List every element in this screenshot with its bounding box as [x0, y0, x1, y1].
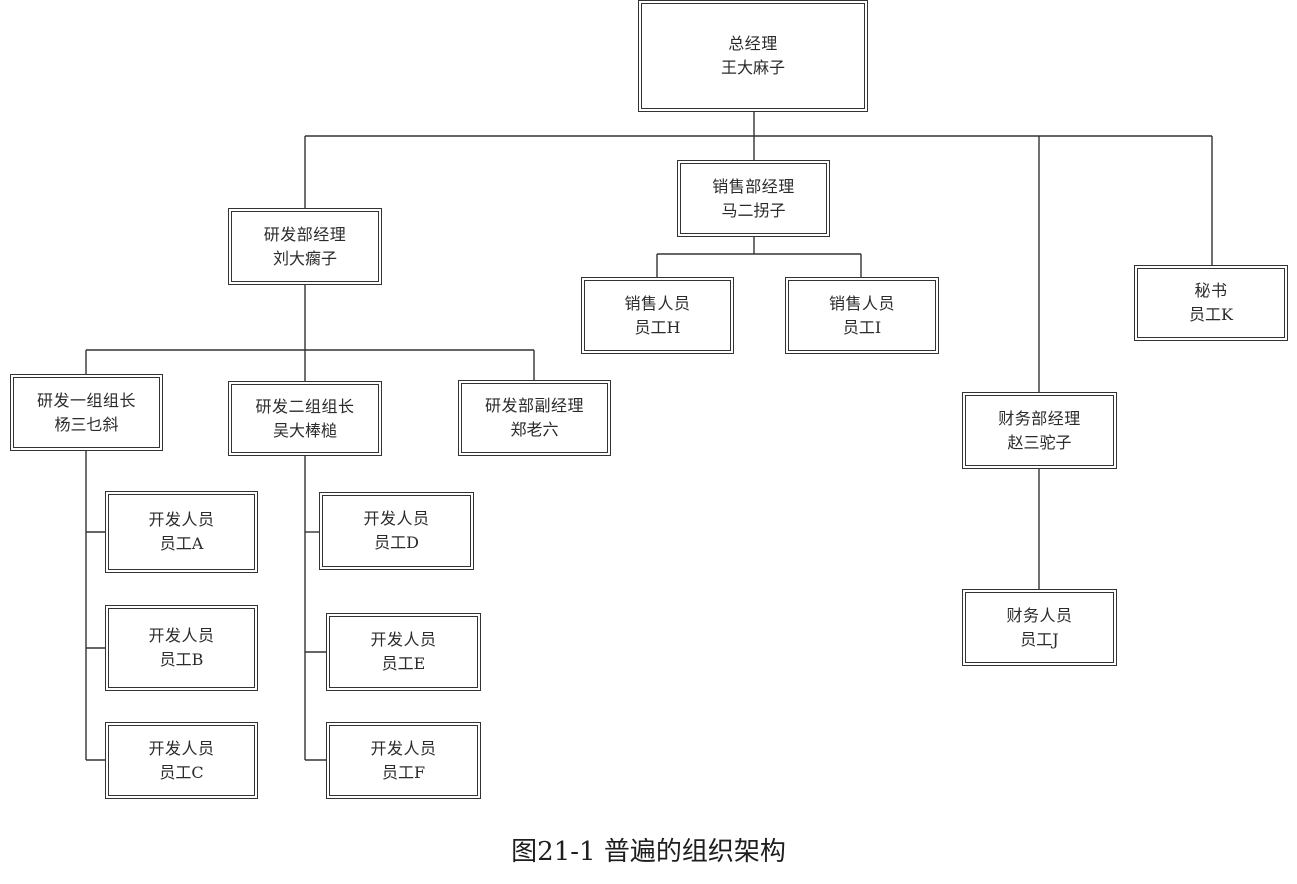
node-person: 员工D — [374, 533, 419, 552]
node-person: 马二拐子 — [721, 200, 786, 220]
node-person: 吴大棒槌 — [272, 420, 337, 440]
node-person: 王大麻子 — [720, 58, 785, 77]
node-developer-c: 开发人员 员工C — [105, 722, 258, 799]
node-person: 员工K — [1189, 305, 1233, 324]
node-sales-manager: 销售部经理 马二拐子 — [677, 160, 830, 237]
node-rd-group2-lead: 研发二组组长 吴大棒槌 — [228, 381, 382, 456]
node-rd-manager: 研发部经理 刘大瘸子 — [228, 208, 382, 285]
node-person: 郑老六 — [510, 420, 559, 439]
node-person: 刘大瘸子 — [272, 248, 337, 268]
node-developer-d: 开发人员 员工D — [319, 492, 474, 570]
node-finance-staff-j: 财务人员 员工J — [962, 589, 1117, 666]
node-role: 研发部副经理 — [484, 396, 584, 415]
node-person: 员工E — [381, 654, 426, 673]
node-developer-b: 开发人员 员工B — [105, 605, 258, 691]
node-developer-e: 开发人员 员工E — [326, 613, 481, 691]
node-role: 开发人员 — [148, 738, 215, 758]
node-person: 员工I — [842, 317, 882, 337]
node-role: 开发人员 — [148, 510, 215, 529]
node-role: 开发人员 — [148, 626, 215, 645]
node-person: 员工C — [159, 762, 204, 782]
node-sales-staff-i: 销售人员 员工I — [785, 277, 939, 354]
node-role: 开发人员 — [363, 509, 430, 528]
node-sales-staff-h: 销售人员 员工H — [581, 277, 734, 354]
node-role: 开发人员 — [370, 630, 437, 649]
node-role: 研发部经理 — [263, 224, 347, 244]
node-role: 财务人员 — [1006, 605, 1073, 625]
node-developer-a: 开发人员 员工A — [105, 491, 258, 573]
node-role: 销售人员 — [828, 293, 895, 313]
node-role: 销售人员 — [624, 293, 691, 313]
node-secretary: 秘书 员工K — [1134, 265, 1288, 341]
node-general-manager: 总经理 王大麻子 — [638, 0, 868, 112]
node-person: 员工A — [159, 534, 204, 553]
node-rd-deputy-manager: 研发部副经理 郑老六 — [458, 380, 611, 456]
node-role: 研发一组组长 — [36, 390, 136, 410]
node-rd-group1-lead: 研发一组组长 杨三乜斜 — [10, 374, 163, 451]
node-person: 员工F — [381, 762, 426, 782]
node-role: 销售部经理 — [712, 176, 795, 196]
node-role: 开发人员 — [370, 738, 437, 758]
node-role: 秘书 — [1194, 281, 1228, 300]
node-person: 杨三乜斜 — [54, 414, 119, 434]
node-person: 赵三驼子 — [1007, 432, 1072, 452]
node-finance-manager: 财务部经理 赵三驼子 — [962, 392, 1117, 469]
node-person: 员工J — [1020, 629, 1059, 649]
node-developer-f: 开发人员 员工F — [326, 722, 481, 799]
node-person: 员工H — [634, 317, 681, 337]
node-person: 员工B — [159, 650, 204, 669]
figure-caption: 图21-1 普遍的组织架构 — [511, 837, 786, 867]
node-role: 研发二组组长 — [255, 396, 355, 416]
node-role: 财务部经理 — [998, 408, 1081, 428]
node-role: 总经理 — [728, 34, 778, 53]
